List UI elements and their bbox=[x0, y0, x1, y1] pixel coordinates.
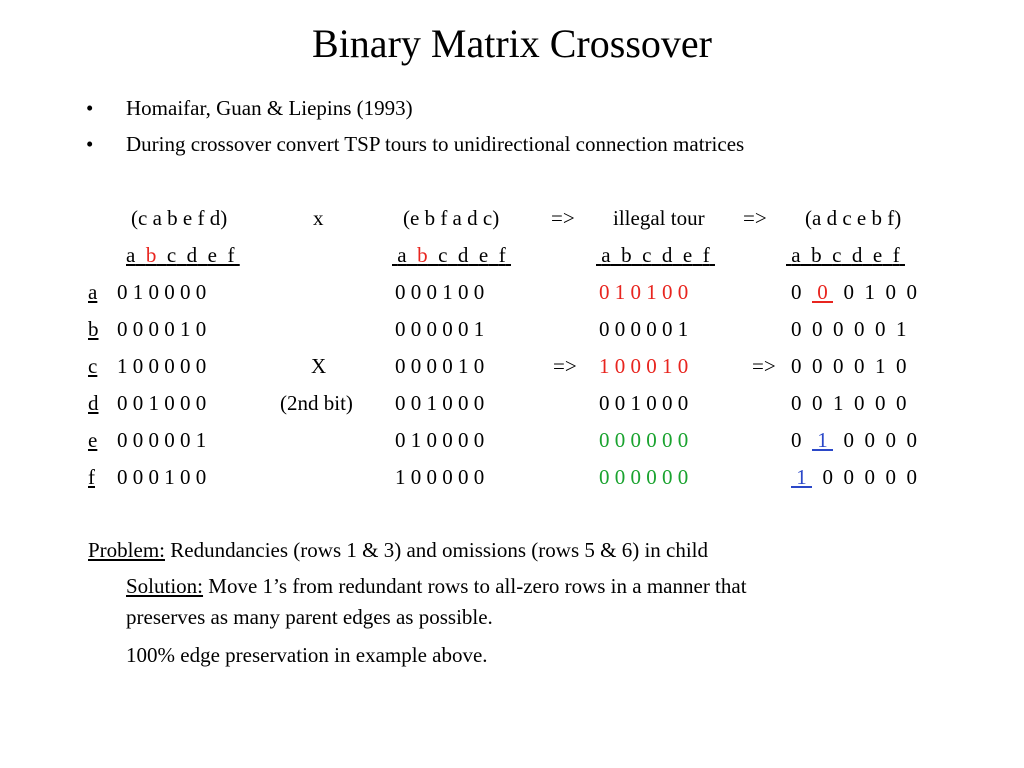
crossover-x-label: X bbox=[311, 354, 327, 378]
parent2-row-d: 0 0 1 0 0 0 bbox=[395, 391, 485, 415]
child-cell: 0 bbox=[854, 391, 865, 415]
arrow-row-2: => bbox=[752, 354, 776, 378]
child-row-a: 0 0 0 1 0 0 bbox=[791, 278, 917, 306]
child-cell: 0 bbox=[812, 317, 823, 341]
row-label-f: f bbox=[88, 465, 95, 489]
child-tour: (a d c e b f) bbox=[805, 206, 902, 230]
parent2-row-c: 0 0 0 0 1 0 bbox=[395, 354, 485, 378]
child-cell: 0 bbox=[906, 428, 918, 452]
highlight-col-b: b bbox=[145, 243, 157, 267]
parent1-tour: (c a b e f d) bbox=[131, 206, 228, 230]
illegal-row-f: 0 0 0 0 0 0 bbox=[599, 465, 689, 489]
bullet-dot-icon: • bbox=[86, 96, 94, 120]
child-cell: 0 bbox=[833, 354, 844, 378]
child-row-f: 1 0 0 0 0 0 bbox=[791, 463, 917, 491]
child-cell: 1 bbox=[791, 465, 812, 489]
child-cell: 0 bbox=[875, 391, 886, 415]
illegal-tour-label: illegal tour bbox=[613, 206, 705, 230]
highlight-col-b: b bbox=[417, 243, 428, 267]
child-cell: 0 bbox=[791, 280, 802, 304]
arrow-row-1: => bbox=[553, 354, 577, 378]
child-cell: 0 bbox=[885, 428, 897, 452]
solution-line-1: Solution: Move 1’s from redundant rows t… bbox=[126, 571, 747, 601]
illegal-row-c: 1 0 0 0 1 0 bbox=[599, 354, 689, 378]
child-cell: 0 bbox=[791, 391, 802, 415]
child-cell: 0 bbox=[864, 465, 876, 489]
child-cell: 1 bbox=[896, 317, 907, 341]
child-cell: 0 bbox=[864, 428, 876, 452]
column-labels-parent1: a b c d e f bbox=[126, 243, 235, 267]
parent2-row-a: 0 0 0 1 0 0 bbox=[395, 280, 485, 304]
column-labels-parent2: a b c d e f bbox=[397, 243, 506, 267]
child-cell: 0 bbox=[812, 280, 833, 304]
child-cell: 0 bbox=[885, 280, 897, 304]
bullet-item-description: • During crossover convert TSP tours to u… bbox=[86, 130, 744, 158]
parent2-tour: (e b f a d c) bbox=[403, 206, 500, 230]
illegal-row-d: 0 0 1 0 0 0 bbox=[599, 391, 689, 415]
parent1-row-e: 0 0 0 0 0 1 bbox=[117, 428, 207, 452]
child-cell: 0 bbox=[885, 465, 897, 489]
bullet-text: During crossover convert TSP tours to un… bbox=[126, 132, 745, 156]
solution-label: Solution: bbox=[126, 574, 204, 598]
bullet-text: Homaifar, Guan & Liepins (1993) bbox=[126, 96, 413, 120]
solution-text-1: Move 1’s from redundant rows to all-zero… bbox=[208, 574, 747, 598]
child-cell: 0 bbox=[875, 317, 886, 341]
edge-preservation-note: 100% edge preservation in example above. bbox=[126, 643, 488, 667]
child-cell: 0 bbox=[843, 428, 855, 452]
child-row-e: 0 1 0 0 0 0 bbox=[791, 426, 917, 454]
child-cell: 0 bbox=[906, 465, 918, 489]
child-row-b: 0 0 0 0 0 1 bbox=[791, 315, 907, 343]
child-cell: 0 bbox=[791, 354, 802, 378]
child-cell: 0 bbox=[896, 354, 907, 378]
arrow-header-2: => bbox=[743, 206, 767, 230]
child-cell: 0 bbox=[896, 391, 907, 415]
child-cell: 0 bbox=[843, 280, 855, 304]
child-cell: 0 bbox=[791, 317, 802, 341]
crossover-operator: x bbox=[313, 206, 324, 230]
child-cell: 0 bbox=[843, 465, 855, 489]
second-bit-label: (2nd bit) bbox=[280, 391, 353, 415]
parent2-row-f: 1 0 0 0 0 0 bbox=[395, 465, 485, 489]
column-labels-child: a b c d e f bbox=[791, 243, 900, 267]
problem-line: Problem: Redundancies (rows 1 & 3) and o… bbox=[88, 535, 708, 565]
row-label-b: b bbox=[88, 317, 99, 341]
illegal-row-b: 0 0 0 0 0 1 bbox=[599, 317, 689, 341]
child-cell: 1 bbox=[875, 354, 886, 378]
child-cell: 0 bbox=[822, 465, 834, 489]
child-cell: 0 bbox=[854, 317, 865, 341]
parent2-row-e: 0 1 0 0 0 0 bbox=[395, 428, 485, 452]
arrow-header-1: => bbox=[551, 206, 575, 230]
child-cell: 1 bbox=[864, 280, 876, 304]
child-cell: 0 bbox=[812, 391, 823, 415]
parent1-row-c: 1 0 0 0 0 0 bbox=[117, 354, 207, 378]
parent1-row-b: 0 0 0 0 1 0 bbox=[117, 317, 207, 341]
row-label-c: c bbox=[88, 354, 98, 378]
illegal-row-e: 0 0 0 0 0 0 bbox=[599, 428, 689, 452]
parent1-row-d: 0 0 1 0 0 0 bbox=[117, 391, 207, 415]
child-row-c: 0 0 0 0 1 0 bbox=[791, 352, 907, 380]
child-cell: 0 bbox=[833, 317, 844, 341]
parent1-row-f: 0 0 0 1 0 0 bbox=[117, 465, 207, 489]
solution-line-2: preserves as many parent edges as possib… bbox=[126, 605, 493, 629]
parent1-row-a: 0 1 0 0 0 0 bbox=[117, 280, 207, 304]
problem-label: Problem: bbox=[88, 538, 165, 562]
parent2-row-b: 0 0 0 0 0 1 bbox=[395, 317, 485, 341]
row-label-a: a bbox=[88, 280, 98, 304]
child-cell: 0 bbox=[906, 280, 918, 304]
bullet-dot-icon: • bbox=[86, 132, 94, 156]
row-label-d: d bbox=[88, 391, 99, 415]
child-cell: 0 bbox=[812, 354, 823, 378]
row-label-e: e bbox=[88, 428, 98, 452]
problem-text: Redundancies (rows 1 & 3) and omissions … bbox=[170, 538, 709, 562]
child-row-d: 0 0 1 0 0 0 bbox=[791, 389, 907, 417]
column-labels-illegal: a b c d e f bbox=[601, 243, 710, 267]
child-cell: 1 bbox=[812, 428, 833, 452]
slide-title: Binary Matrix Crossover bbox=[312, 21, 712, 66]
child-cell: 0 bbox=[791, 428, 802, 452]
bullet-item-reference: • Homaifar, Guan & Liepins (1993) bbox=[86, 94, 413, 122]
child-cell: 1 bbox=[833, 391, 844, 415]
child-cell: 0 bbox=[854, 354, 865, 378]
illegal-row-a: 0 1 0 1 0 0 bbox=[599, 280, 689, 304]
